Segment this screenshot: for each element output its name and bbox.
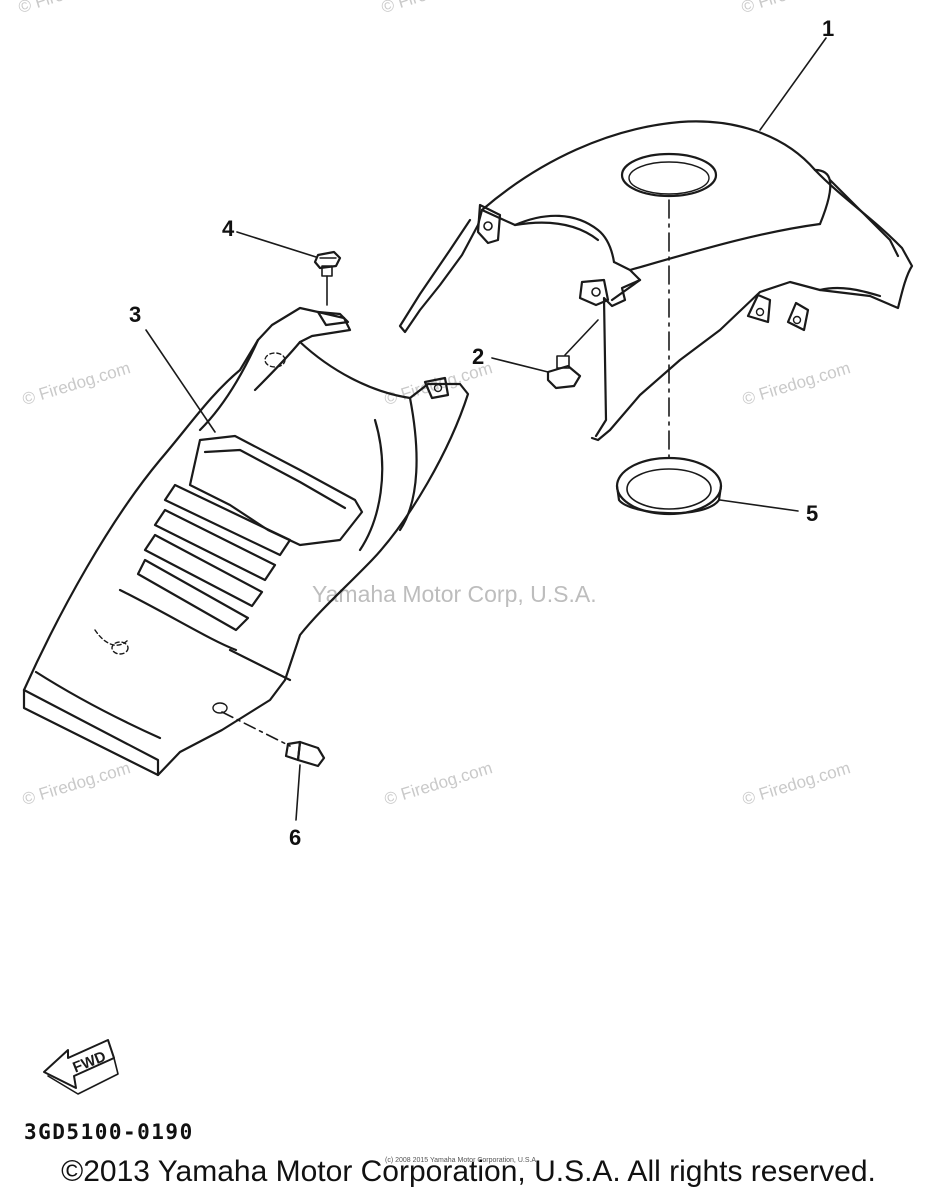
callout-5: 5 [806, 501, 819, 526]
fwd-label: FWD [70, 1048, 108, 1077]
callout-1: 1 [822, 16, 835, 41]
part-1-tank-cover [398, 120, 914, 442]
fine-print: (c) 2008 2015 Yamaha Motor Corporation, … [385, 1157, 539, 1164]
watermark-yamaha: Yamaha Motor Corp, U.S.A. [312, 581, 597, 607]
copyright-notice: ©2013 Yamaha Motor Corporation, U.S.A. A… [61, 1155, 876, 1188]
callout-4: 4 [222, 216, 235, 241]
part-4-screw [313, 250, 350, 327]
part-5-ring [615, 456, 723, 516]
part-6-bolt [284, 740, 326, 821]
part-3-seat-cover [22, 306, 470, 777]
callout-3: 3 [129, 302, 142, 327]
callout-2: 2 [472, 344, 485, 369]
fwd-arrow-icon: FWD [43, 1039, 119, 1095]
callout-6: 6 [289, 825, 302, 850]
part-code: 3GD5100-0190 [24, 1120, 194, 1144]
part-2-nut [546, 319, 599, 390]
